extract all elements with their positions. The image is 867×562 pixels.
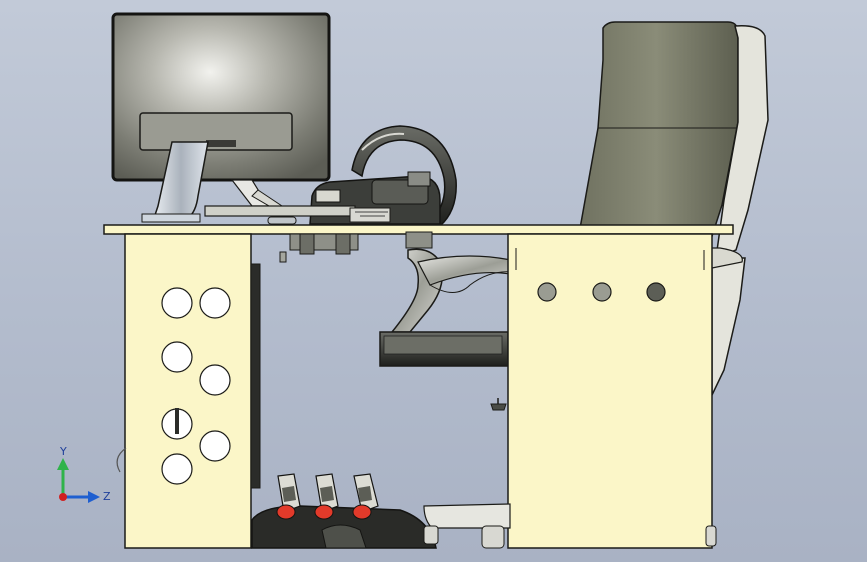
pedal-clutch [276, 473, 301, 520]
seat-base [423, 503, 717, 549]
arm-sweep [429, 271, 513, 293]
cable-hole [161, 453, 193, 485]
keyboard-body [204, 205, 356, 217]
rotation-indicator [116, 447, 127, 473]
shifter-lever [175, 408, 179, 434]
wheel-mount-arm[interactable] [379, 248, 521, 411]
view-triad[interactable]: Y Z [57, 445, 111, 503]
seat-side-bolster [715, 24, 769, 260]
pedal-set[interactable] [251, 473, 437, 549]
cable-hole [199, 287, 231, 319]
mouse [267, 216, 297, 225]
bolt-hole [646, 282, 666, 302]
wheel-clamp [279, 231, 433, 263]
monitor-back-plate [139, 112, 293, 151]
z-axis-label: Z [103, 490, 111, 503]
cable-hole [199, 430, 231, 462]
cable-hole [161, 287, 193, 319]
panel-holes-left [161, 287, 231, 485]
keyboard[interactable] [204, 205, 391, 225]
cable-hole [199, 364, 231, 396]
desk[interactable] [103, 224, 734, 549]
cable-hole [161, 341, 193, 373]
arm-crossbar [417, 255, 521, 286]
z-axis-arrowhead [88, 491, 100, 503]
adjust-knob [490, 403, 507, 411]
seat-backrest [573, 21, 740, 263]
desk-back-panel [250, 263, 261, 489]
x-axis-dot [59, 493, 67, 501]
y-axis-label: Y [59, 445, 67, 458]
pedal-brake [314, 473, 339, 520]
desk-right-panel [507, 233, 713, 549]
seat-frame-rear [711, 257, 746, 396]
monitor[interactable] [111, 12, 331, 223]
y-axis-arrowhead [57, 458, 69, 470]
panel-holes-right [537, 282, 666, 302]
pedal-throttle [352, 473, 379, 520]
monitor-screen [111, 12, 331, 182]
monitor-stand-base [141, 213, 201, 223]
desk-left-panel [124, 233, 252, 549]
bolt-hole [537, 282, 557, 302]
bolt-hole [592, 282, 612, 302]
